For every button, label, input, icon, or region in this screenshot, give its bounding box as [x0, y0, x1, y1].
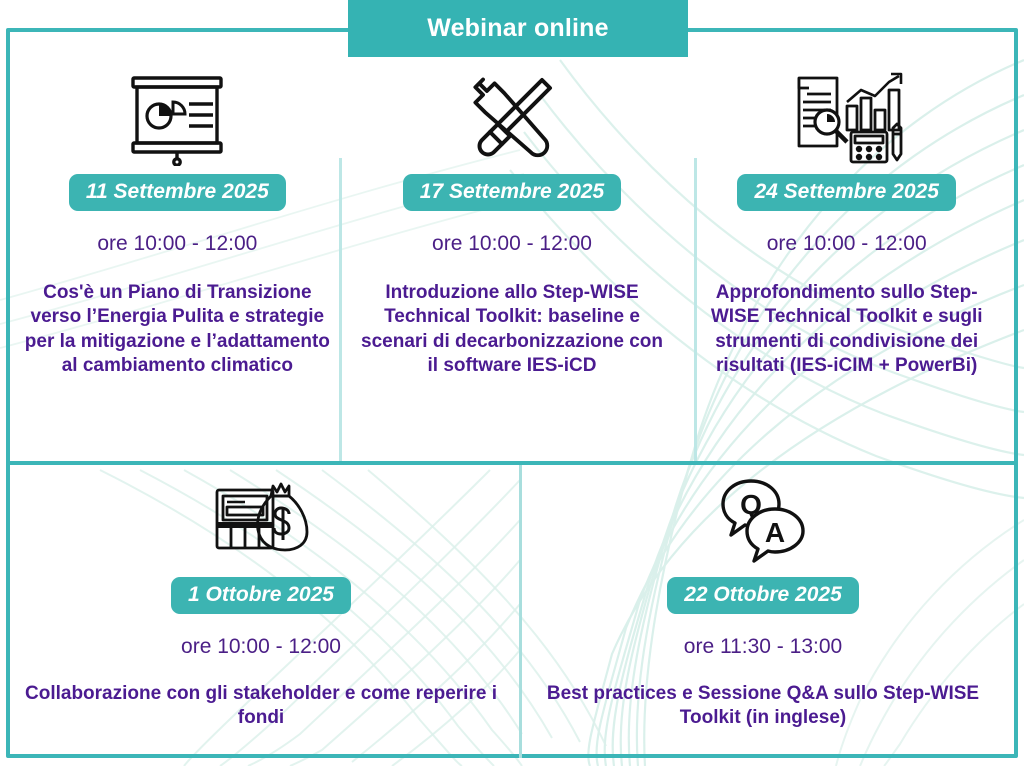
session-description: Best practices e Sessione Q&A sullo Step… — [546, 683, 980, 729]
session-card-5[interactable]: Q A 22 Ottobre 2025 ore 11:30 - 13:00 Be… — [512, 465, 1014, 754]
session-date-badge: 11 Settembre 2025 — [68, 174, 286, 212]
presentation-chart-icon — [123, 70, 231, 166]
funding-money-bag-icon — [209, 473, 313, 565]
session-description: Cos'è un Piano di Transizione verso l’En… — [24, 282, 330, 377]
session-card-3[interactable]: 24 Settembre 2025 ore 10:00 - 12:00 Appr… — [679, 32, 1014, 461]
session-date-badge: 24 Settembre 2025 — [737, 174, 956, 212]
sessions-row-bottom: 1 Ottobre 2025 ore 10:00 - 12:00 Collabo… — [10, 465, 1014, 754]
document-analysis-calculator-icon — [785, 70, 909, 166]
session-card-1[interactable]: 11 Settembre 2025 ore 10:00 - 12:00 Cos'… — [10, 32, 345, 461]
banner-title-text: Webinar online — [427, 14, 609, 42]
session-description: Introduzione allo Step-WISE Technical To… — [361, 282, 663, 377]
session-description: Approfondimento sullo Step-WISE Technica… — [710, 282, 983, 377]
qa-speech-bubbles-icon: Q A — [717, 473, 809, 565]
session-date-badge: 22 Ottobre 2025 — [667, 577, 859, 615]
session-time: ore 10:00 - 12:00 — [432, 232, 592, 256]
session-time: ore 10:00 - 12:00 — [766, 232, 927, 256]
session-time: ore 11:30 - 13:00 — [683, 635, 843, 659]
webinar-title-banner: Webinar online — [348, 0, 688, 57]
session-card-4[interactable]: 1 Ottobre 2025 ore 10:00 - 12:00 Collabo… — [10, 465, 512, 754]
session-date-badge: 1 Ottobre 2025 — [171, 577, 351, 615]
sessions-row-top: 11 Settembre 2025 ore 10:00 - 12:00 Cos'… — [10, 32, 1014, 461]
session-description: Collaborazione con gli stakeholder e com… — [25, 683, 497, 729]
session-date-badge: 17 Settembre 2025 — [402, 174, 622, 212]
svg-text:A: A — [765, 517, 785, 548]
session-time: ore 10:00 - 12:00 — [181, 635, 341, 659]
tools-wrench-screwdriver-icon — [462, 70, 562, 166]
session-time: ore 10:00 - 12:00 — [97, 232, 258, 256]
session-card-2[interactable]: 17 Settembre 2025 ore 10:00 - 12:00 Intr… — [345, 32, 680, 461]
